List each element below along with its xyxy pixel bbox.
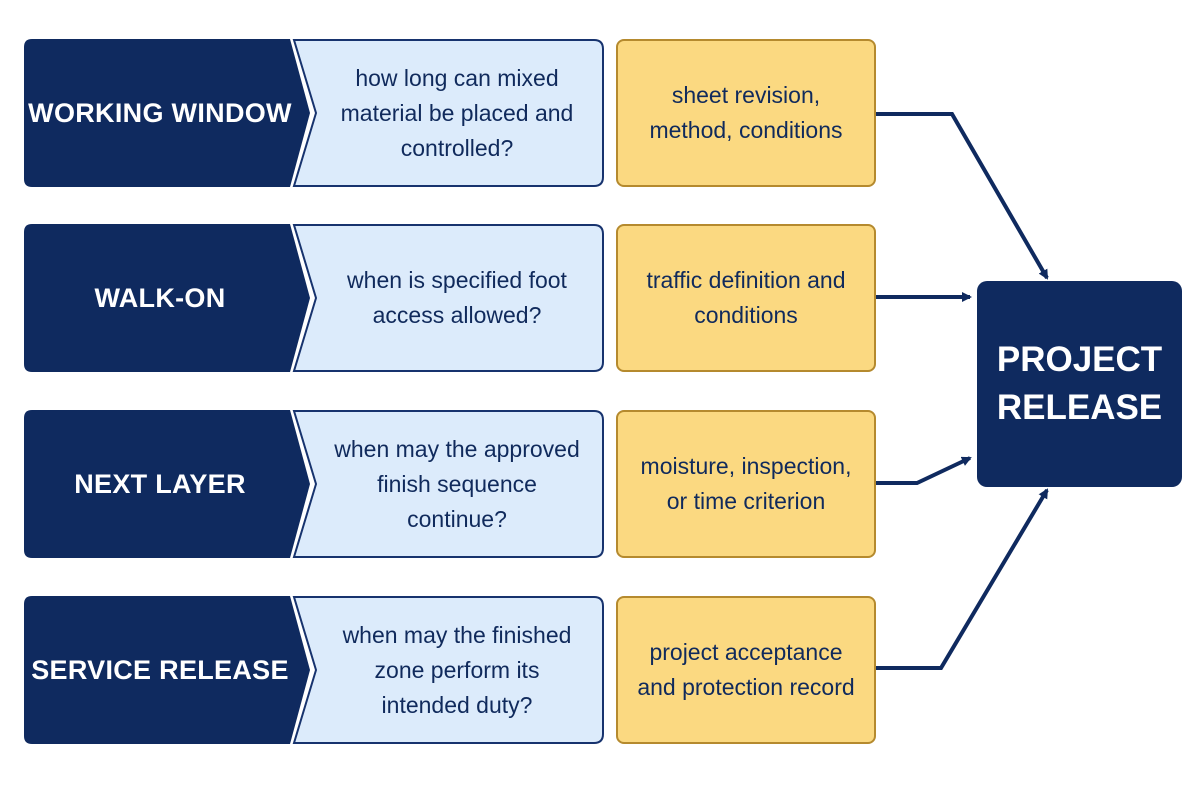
stage-next-layer: NEXT LAYER [24, 410, 310, 558]
question-service-release: when may the finished zone perform its i… [292, 596, 604, 744]
record-walk-on: traffic definition and conditions [616, 224, 876, 372]
record-service-release: project acceptance and protection record [616, 596, 876, 744]
question-text: when may the finished zone perform its i… [342, 621, 572, 718]
connector-working-window [876, 112, 1049, 280]
question-working-window: how long can mixed material be placed an… [292, 39, 604, 187]
question-shape [292, 410, 604, 558]
record-working-window: sheet revision, method, conditions [616, 39, 876, 187]
question-text: how long can mixed material be placed an… [340, 64, 574, 161]
question-next-layer: when may the approved finish sequence co… [292, 410, 604, 558]
stage-shape [24, 596, 310, 744]
stage-walk-on: WALK-ON [24, 224, 310, 372]
question-text: when may the approved finish sequence co… [334, 435, 580, 532]
question-walk-on: when is specified foot access allowed? [292, 224, 604, 372]
project-release-label: PROJECT RELEASE [996, 340, 1163, 427]
record-text: sheet revision, method, conditions [649, 82, 843, 143]
stage-shape [24, 224, 310, 372]
stage-label: SERVICE RELEASE [31, 654, 289, 685]
question-text: when is specified foot access allowed? [347, 267, 567, 328]
stage-label: WORKING WINDOW [28, 97, 292, 128]
connector-service-release [876, 488, 1049, 670]
stage-label: WALK-ON [94, 282, 226, 313]
stage-service-release: SERVICE RELEASE [24, 596, 310, 744]
project-release-box: PROJECT RELEASE [977, 281, 1182, 487]
record-text: traffic definition and conditions [646, 267, 846, 328]
question-shape [292, 224, 604, 372]
connector-next-layer [876, 456, 972, 485]
stage-label: NEXT LAYER [74, 468, 246, 499]
question-shape [292, 596, 604, 744]
question-shape [292, 39, 604, 187]
record-text: project acceptance and protection record [637, 639, 855, 700]
record-text: moisture, inspection, or time criterion [640, 453, 852, 514]
record-next-layer: moisture, inspection, or time criterion [616, 410, 876, 558]
stage-working-window: WORKING WINDOW [24, 39, 310, 187]
stage-shape [24, 410, 310, 558]
stage-shape [24, 39, 310, 187]
